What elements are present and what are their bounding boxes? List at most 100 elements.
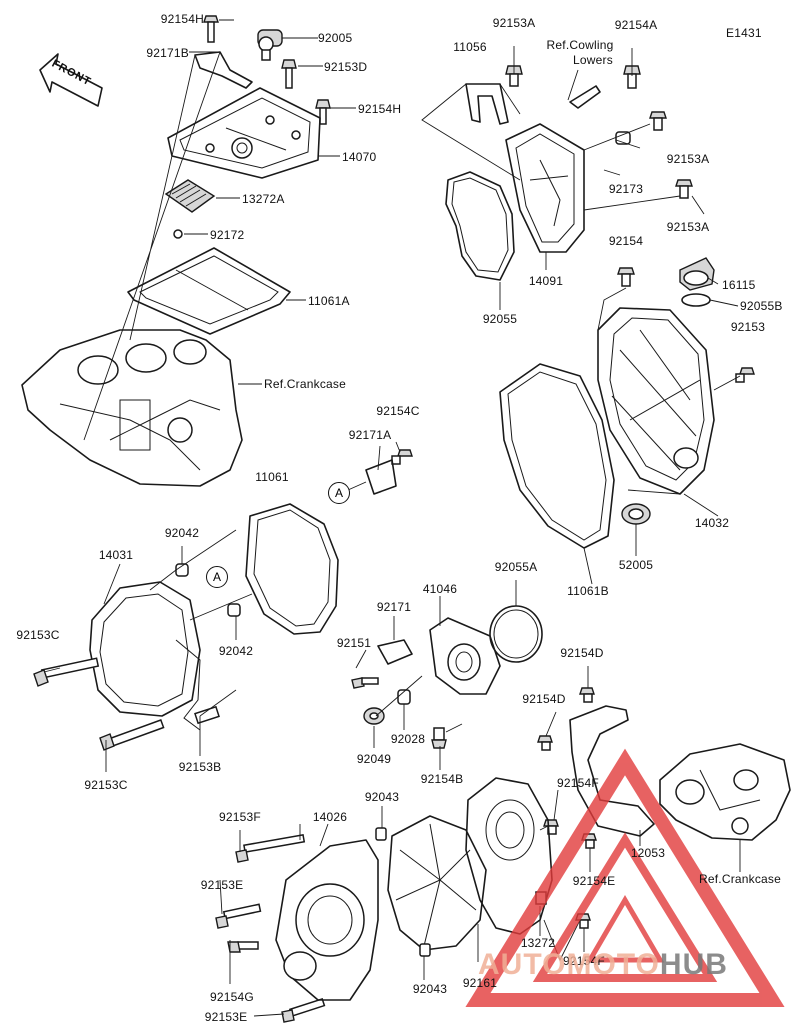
part-label: 92153F — [219, 810, 261, 824]
clamp-92171 — [377, 639, 413, 665]
part-label: 52005 — [618, 558, 654, 572]
cover-14070 — [167, 87, 321, 179]
part-label: 92042 — [218, 644, 254, 658]
part-label: 92153E — [200, 878, 244, 892]
part-label: 92153E — [204, 1010, 248, 1024]
gasket-92055 — [445, 171, 515, 281]
bracket-11056 — [465, 83, 509, 125]
part-label: Ref.Crankcase — [264, 377, 346, 391]
bolt-92153c-bottom — [99, 719, 165, 751]
part-label: 92154A — [614, 18, 658, 32]
watermark-text-part2: HUB — [659, 948, 728, 981]
bolt-92154g — [227, 941, 259, 953]
gasket-11061b — [499, 363, 615, 549]
watermark-logo-icon — [465, 748, 785, 1007]
part-label: 92055A — [494, 560, 538, 574]
part-label: 92043 — [412, 982, 448, 996]
watermark-text: AUTOMOTOHUB — [478, 948, 728, 982]
seal-52005 — [621, 503, 651, 525]
part-label: 13272 — [520, 936, 556, 950]
part-label: 92171 — [376, 600, 412, 614]
part-label: 92172 — [210, 228, 245, 242]
part-label: 11061A — [308, 294, 350, 308]
part-label: 11061 — [255, 470, 289, 484]
part-label: 14031 — [98, 548, 134, 562]
bushing-92049 — [363, 707, 385, 725]
bolt-92153e-mid — [215, 903, 262, 929]
part-label: 11061B — [567, 584, 609, 598]
part-label: 92154 — [608, 234, 644, 248]
part-label: 92043 — [364, 790, 400, 804]
part-label: 92154F — [563, 954, 605, 968]
plate-13272a — [164, 179, 216, 213]
part-label: 92154E — [572, 874, 616, 888]
o-ring-92055a — [489, 605, 543, 663]
part-label: 92173 — [608, 182, 644, 196]
bolt-92154c — [391, 449, 413, 465]
part-label: 92161 — [462, 976, 498, 990]
reference-marker-a: A — [206, 566, 228, 588]
bolt-92151 — [351, 677, 379, 689]
part-label: 92028 — [390, 732, 426, 746]
part-label: 92153C — [16, 628, 60, 642]
screw-92172 — [173, 229, 183, 239]
part-label: 92154H — [160, 12, 204, 26]
bolt-92154b — [431, 727, 447, 749]
bolt-92153a-low — [675, 179, 693, 199]
part-label: 92171B — [146, 46, 189, 60]
part-label: 92153C — [84, 778, 128, 792]
bolt-92153f — [235, 833, 306, 863]
part-label: 92154H — [358, 102, 402, 116]
part-label: 14032 — [694, 516, 730, 530]
part-label: 11056 — [453, 40, 487, 54]
reference-marker-a: A — [328, 482, 350, 504]
part-label: 92151 — [336, 636, 372, 650]
diagram-code: E1431 — [726, 26, 762, 40]
bolt-92153e-low — [281, 997, 326, 1023]
bolt-92153-right — [735, 367, 755, 383]
crankcase-top-left — [21, 329, 243, 487]
guide-12053 — [569, 705, 655, 837]
part-label: 92154D — [522, 692, 566, 706]
front-arrow-icon — [39, 53, 103, 107]
part-label: 92005 — [318, 31, 353, 45]
bracket-92171a — [365, 459, 397, 495]
part-label: 12053 — [630, 846, 666, 860]
bolt-92154d-right — [579, 687, 595, 703]
part-label: 92049 — [356, 752, 392, 766]
part-label: 92154F — [557, 776, 599, 790]
dowel-92043-lower — [419, 943, 431, 957]
part-label: 14026 — [312, 810, 348, 824]
bolt-92153a-mid — [649, 111, 667, 131]
part-label: 92153D — [324, 60, 368, 74]
cap-16115 — [679, 257, 715, 291]
part-label: 92154D — [560, 646, 604, 660]
part-label: 92153A — [666, 220, 710, 234]
part-label: 14070 — [342, 150, 377, 164]
part-label: Ref.Cowling — [546, 38, 614, 52]
cover-14032 — [597, 307, 715, 495]
dowel-92042-b — [227, 603, 241, 617]
part-label: 92055 — [482, 312, 518, 326]
fitting-92005 — [257, 29, 283, 61]
watermark-text-part1: AUTOMOTO — [478, 948, 660, 981]
gasket-11061 — [245, 503, 339, 635]
bolt-92154 — [617, 267, 635, 287]
part-label: 92154C — [376, 404, 420, 418]
part-label: 92153 — [730, 320, 766, 334]
part-label: Lowers — [573, 53, 613, 67]
cover-14031 — [89, 581, 201, 731]
cover-14091 — [505, 123, 585, 253]
bolt-92153c-left — [33, 657, 100, 687]
part-label: 41046 — [422, 582, 458, 596]
bracket-92171b — [194, 51, 253, 89]
bolt-92154h-right — [315, 99, 331, 125]
cover-14026 — [275, 839, 379, 1001]
clip-cowling — [569, 85, 601, 109]
part-label: 13272A — [242, 192, 285, 206]
pump-41046 — [429, 617, 501, 695]
rotor-cover — [387, 815, 487, 951]
part-label: 92042 — [164, 526, 200, 540]
